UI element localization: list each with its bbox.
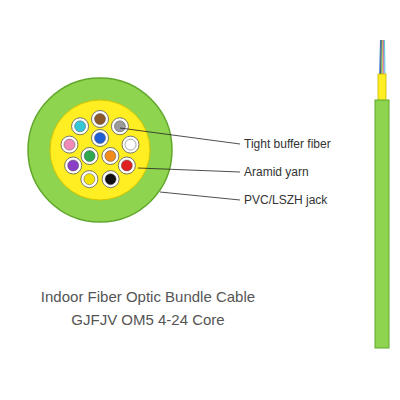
fiber-core <box>105 151 116 162</box>
fiber-core <box>121 160 132 171</box>
outer-jacket <box>28 78 172 222</box>
fiber-core <box>105 174 116 185</box>
fiber-core <box>75 121 86 132</box>
fiber-buffer <box>61 136 78 153</box>
fiber-buffer <box>81 148 98 165</box>
callout-label: Tight buffer fiber <box>244 137 331 151</box>
fiber-group <box>61 111 139 188</box>
fiber-buffer <box>111 118 128 135</box>
callout-label: PVC/LSZH jack <box>244 193 327 207</box>
fiber-buffer <box>102 171 119 188</box>
fiber-buffer <box>102 148 119 165</box>
leader-lines <box>120 128 240 200</box>
cable-side-view <box>375 40 389 348</box>
fiber-buffer <box>92 111 109 128</box>
leader-line <box>160 192 240 200</box>
fiber-buffer <box>92 130 109 147</box>
fiber-strand <box>382 40 383 76</box>
aramid-yarn <box>50 100 150 200</box>
fiber-buffer <box>118 157 135 174</box>
jacket-section <box>375 100 389 348</box>
leader-line <box>120 128 240 144</box>
callout-label: Aramid yarn <box>244 165 309 179</box>
fiber-strands <box>380 40 386 76</box>
fiber-core <box>95 133 106 144</box>
leader-line <box>138 168 240 172</box>
fiber-buffer <box>81 171 98 188</box>
fiber-core <box>95 114 106 125</box>
fiber-strand <box>380 40 381 76</box>
caption: Indoor Fiber Optic Bundle Cable GJFJV OM… <box>28 285 268 331</box>
fiber-buffer <box>122 136 139 153</box>
fiber-buffer <box>72 118 89 135</box>
fiber-strand <box>384 40 386 76</box>
fiber-buffer <box>65 157 82 174</box>
fiber-core <box>64 139 75 150</box>
fiber-strand <box>380 40 382 76</box>
fiber-strand <box>381 40 382 76</box>
fiber-strand <box>383 40 384 76</box>
fiber-core <box>68 160 79 171</box>
fiber-core <box>125 139 136 150</box>
fiber-core <box>84 151 95 162</box>
fiber-core <box>114 121 125 132</box>
fiber-core <box>84 174 95 185</box>
